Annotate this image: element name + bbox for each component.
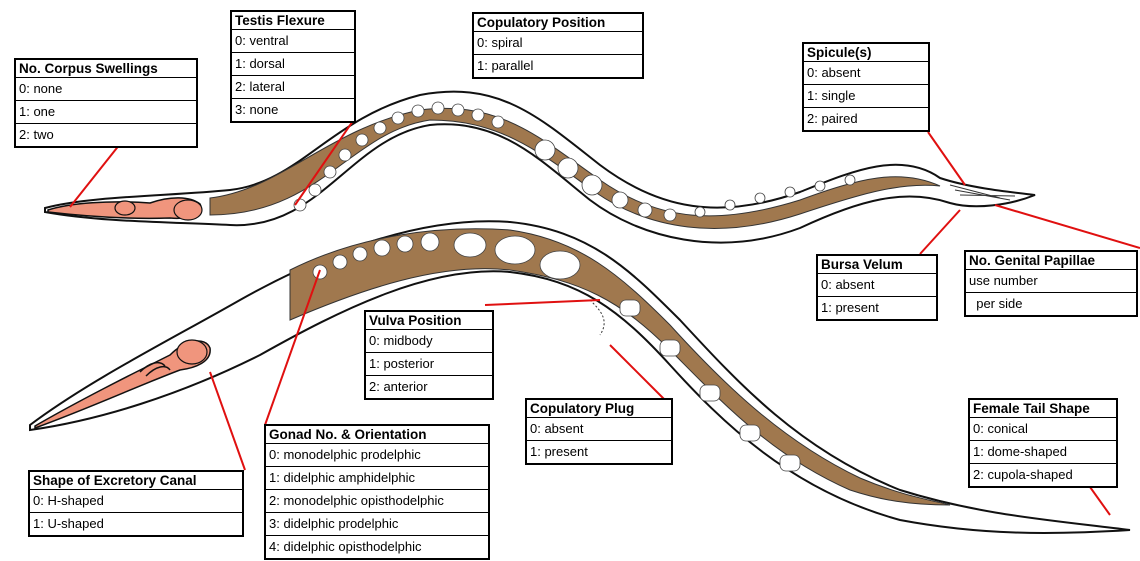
box-title: Bursa Velum	[818, 256, 936, 274]
option-row: 1: present	[818, 297, 936, 319]
option-row: 0: absent	[818, 274, 936, 297]
option-row: 1: single	[804, 85, 928, 108]
option-row: 1: dome-shaped	[970, 441, 1116, 464]
box-title: Female Tail Shape	[970, 400, 1116, 418]
box-vulva-position: Vulva Position 0: midbody 1: posterior 2…	[364, 310, 494, 400]
box-title: Shape of Excretory Canal	[30, 472, 242, 490]
option-row: 0: spiral	[474, 32, 642, 55]
option-row: per side	[966, 293, 1136, 315]
option-row: 1: dorsal	[232, 53, 354, 76]
option-row: 1: one	[16, 101, 196, 124]
option-row: 4: didelphic opisthodelphic	[266, 536, 488, 558]
option-row: 0: midbody	[366, 330, 492, 353]
option-row: 2: anterior	[366, 376, 492, 398]
option-row: 1: didelphic amphidelphic	[266, 467, 488, 490]
option-row: 1: posterior	[366, 353, 492, 376]
box-spicules: Spicule(s) 0: absent 1: single 2: paired	[802, 42, 930, 132]
option-row: 2: paired	[804, 108, 928, 130]
option-row: 0: none	[16, 78, 196, 101]
option-row: 2: cupola-shaped	[970, 464, 1116, 486]
option-row: 3: none	[232, 99, 354, 121]
option-row: 0: absent	[804, 62, 928, 85]
box-excretory-canal: Shape of Excretory Canal 0: H-shaped 1: …	[28, 470, 244, 537]
option-row: 2: two	[16, 124, 196, 146]
option-row: 0: H-shaped	[30, 490, 242, 513]
option-row: 0: monodelphic prodelphic	[266, 444, 488, 467]
option-row: 0: ventral	[232, 30, 354, 53]
box-testis-flexure: Testis Flexure 0: ventral 1: dorsal 2: l…	[230, 10, 356, 123]
box-title: No. Genital Papillae	[966, 252, 1136, 270]
box-title: Copulatory Position	[474, 14, 642, 32]
box-title: Copulatory Plug	[527, 400, 671, 418]
box-bursa-velum: Bursa Velum 0: absent 1: present	[816, 254, 938, 321]
option-row: 1: present	[527, 441, 671, 463]
box-copulatory-plug: Copulatory Plug 0: absent 1: present	[525, 398, 673, 465]
option-row: 2: monodelphic opisthodelphic	[266, 490, 488, 513]
box-corpus-swellings: No. Corpus Swellings 0: none 1: one 2: t…	[14, 58, 198, 148]
box-title: Vulva Position	[366, 312, 492, 330]
option-row: 0: conical	[970, 418, 1116, 441]
box-title: Spicule(s)	[804, 44, 928, 62]
option-row: 3: didelphic prodelphic	[266, 513, 488, 536]
box-title: Testis Flexure	[232, 12, 354, 30]
option-row: 1: U-shaped	[30, 513, 242, 535]
box-title: No. Corpus Swellings	[16, 60, 196, 78]
box-gonad-orientation: Gonad No. & Orientation 0: monodelphic p…	[264, 424, 490, 560]
option-row: 2: lateral	[232, 76, 354, 99]
option-row: use number	[966, 270, 1136, 293]
option-row: 0: absent	[527, 418, 671, 441]
box-female-tail-shape: Female Tail Shape 0: conical 1: dome-sha…	[968, 398, 1118, 488]
option-row: 1: parallel	[474, 55, 642, 77]
box-genital-papillae: No. Genital Papillae use number per side	[964, 250, 1138, 317]
box-copulatory-position: Copulatory Position 0: spiral 1: paralle…	[472, 12, 644, 79]
box-title: Gonad No. & Orientation	[266, 426, 488, 444]
